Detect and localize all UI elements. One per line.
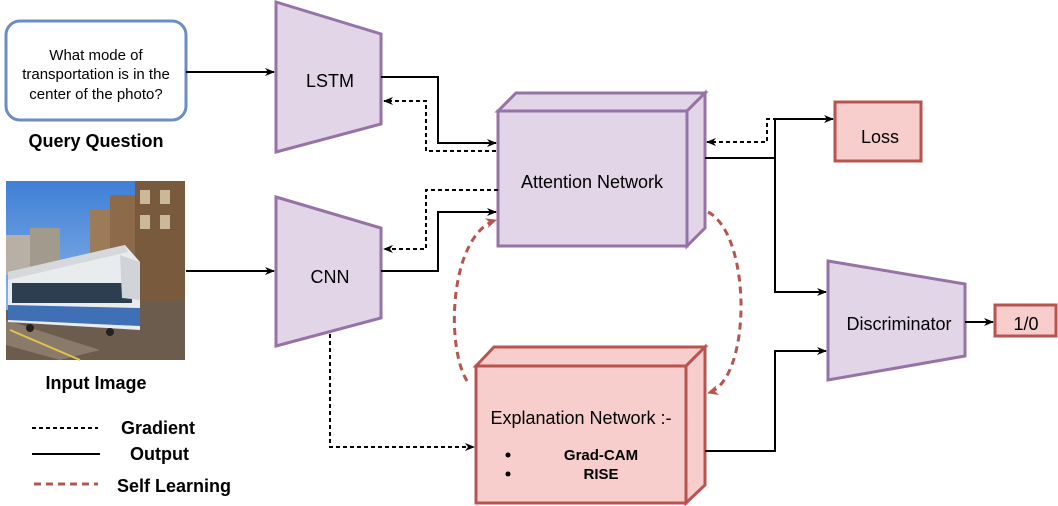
loss-label: Loss: [861, 127, 899, 147]
query-line-2: transportation is in the: [22, 66, 170, 83]
self-learning-connectors: [452, 210, 743, 395]
query-question-box: What mode of transportation is in the ce…: [4, 19, 188, 122]
legend-self-learning-label: Self Learning: [117, 476, 231, 496]
self-learning-attention-to-explanation: [707, 210, 743, 395]
output-label: 1/0: [1013, 314, 1038, 334]
image-caption: Input Image: [45, 373, 146, 393]
legend-gradient-label: Gradient: [121, 418, 195, 438]
gradient-connectors: [329, 97, 833, 451]
arrow-explanation-to-discriminator: [705, 347, 827, 452]
cnn-label: CNN: [311, 267, 350, 287]
arrow-cnn-to-attention: [381, 208, 497, 272]
lstm-label: LSTM: [306, 71, 354, 91]
gradient-attention-to-lstm: [383, 97, 496, 152]
query-line-1: What mode of: [49, 47, 143, 64]
attention-label: Attention Network: [521, 172, 664, 192]
self-learning-explanation-to-attention: [452, 218, 497, 382]
attention-network-box: Attention Network: [494, 89, 709, 250]
lstm-module: LSTM: [274, 0, 383, 154]
arrow-attention-to-discriminator: [705, 157, 827, 296]
legend-output-label: Output: [130, 444, 189, 464]
discriminator-module: Discriminator: [826, 259, 967, 382]
query-line-3: center of the photo?: [29, 86, 162, 103]
bullet-rise: RISE: [583, 466, 618, 483]
bullet-gradcam: Grad-CAM: [564, 447, 638, 464]
gradient-attention-to-cnn: [383, 189, 498, 253]
explanation-network-box: Explanation Network :- Grad-CAM RISE: [472, 343, 709, 506]
gradient-loss-to-attention: [706, 118, 833, 146]
gradient-cnn-to-explanation: [329, 334, 475, 451]
input-image: [6, 181, 185, 361]
query-caption: Query Question: [28, 131, 163, 151]
cnn-module: CNN: [274, 194, 383, 348]
arrow-attention-to-loss: [705, 115, 834, 159]
explanation-title: Explanation Network :-: [490, 408, 671, 428]
arrow-lstm-to-attention: [381, 76, 497, 147]
legend: Gradient Output Self Learning: [32, 418, 231, 496]
loss-box: Loss: [833, 100, 923, 163]
output-box: 1/0: [993, 303, 1058, 338]
discriminator-label: Discriminator: [846, 314, 951, 334]
